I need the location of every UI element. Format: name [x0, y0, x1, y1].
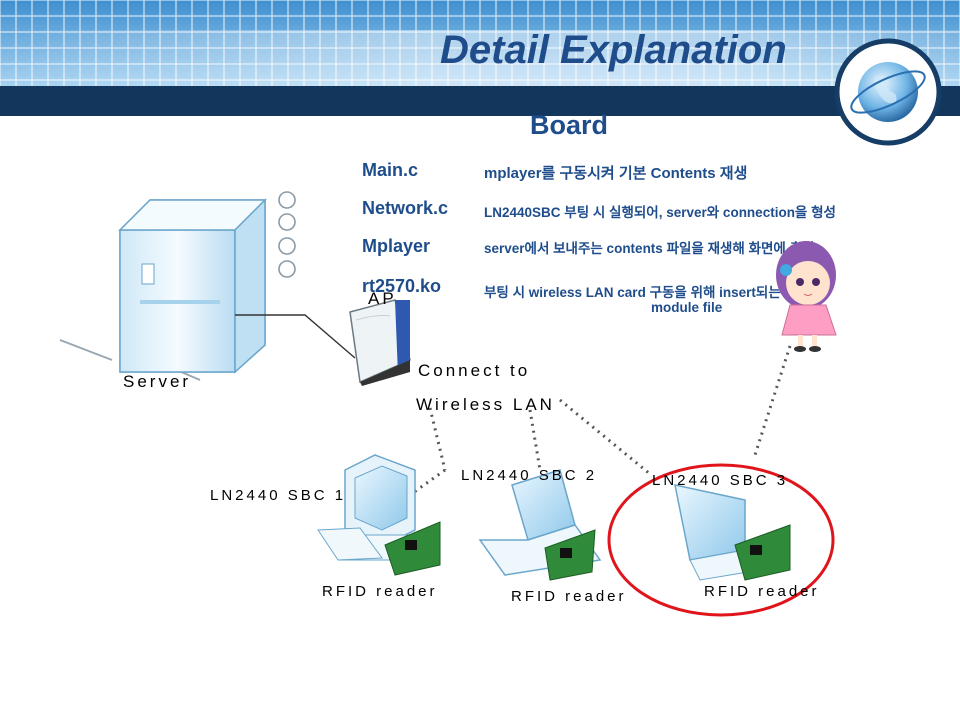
- desc-rt2570-line1: 부팅 시 wireless LAN card 구동을 위해 insert되는 d…: [484, 285, 827, 300]
- term-main-c: Main.c: [362, 160, 419, 180]
- ap-label: AP: [368, 289, 397, 308]
- header-dark-bar: [0, 86, 960, 116]
- desc-main-c: mplayer를 구동시켜 기본 Contents 재생: [484, 165, 748, 182]
- access-point-icon: [349, 299, 411, 386]
- sbc3-monitor-icon: [674, 484, 791, 581]
- board-heading: Board: [530, 110, 609, 140]
- connect-label-line2: Wireless LAN: [416, 395, 555, 414]
- media-icons: [278, 191, 296, 278]
- term-mplayer: Mplayer: [362, 236, 431, 256]
- server-label: Server: [123, 372, 192, 391]
- sbc2-laptop-icon: [478, 469, 602, 581]
- term-rt2570: rt2570.ko: [362, 276, 442, 296]
- sbc1-computer-icon: [317, 454, 441, 576]
- sbc1-label: LN2440 SBC 1: [210, 487, 347, 504]
- rfid-reader-label-2: RFID reader: [511, 588, 627, 605]
- sbc2-label: LN2440 SBC 2: [461, 467, 598, 484]
- desc-mplayer: server에서 보내주는 contents 파일을 재생해 화면에 출력: [484, 241, 815, 256]
- slide-title: Detail Explanation: [440, 28, 787, 72]
- desc-network-c: LN2440SBC 부팅 시 실행되어, server와 connection을…: [484, 205, 836, 220]
- wireless-links: [409, 345, 792, 497]
- rfid-reader-label-3: RFID reader: [704, 583, 820, 600]
- cartoon-girl-illustration: [776, 241, 837, 352]
- sbc3-label: LN2440 SBC 3: [652, 472, 789, 489]
- header-grid-banner: [0, 0, 960, 88]
- server-icon: [59, 198, 267, 381]
- highlight-circle: [607, 463, 835, 617]
- globe-icon: [834, 38, 942, 146]
- term-network-c: Network.c: [362, 198, 449, 218]
- desc-rt2570-line2: module file: [651, 300, 723, 315]
- connect-label-line1: Connect to: [418, 361, 531, 380]
- rfid-reader-label-1: RFID reader: [322, 583, 438, 600]
